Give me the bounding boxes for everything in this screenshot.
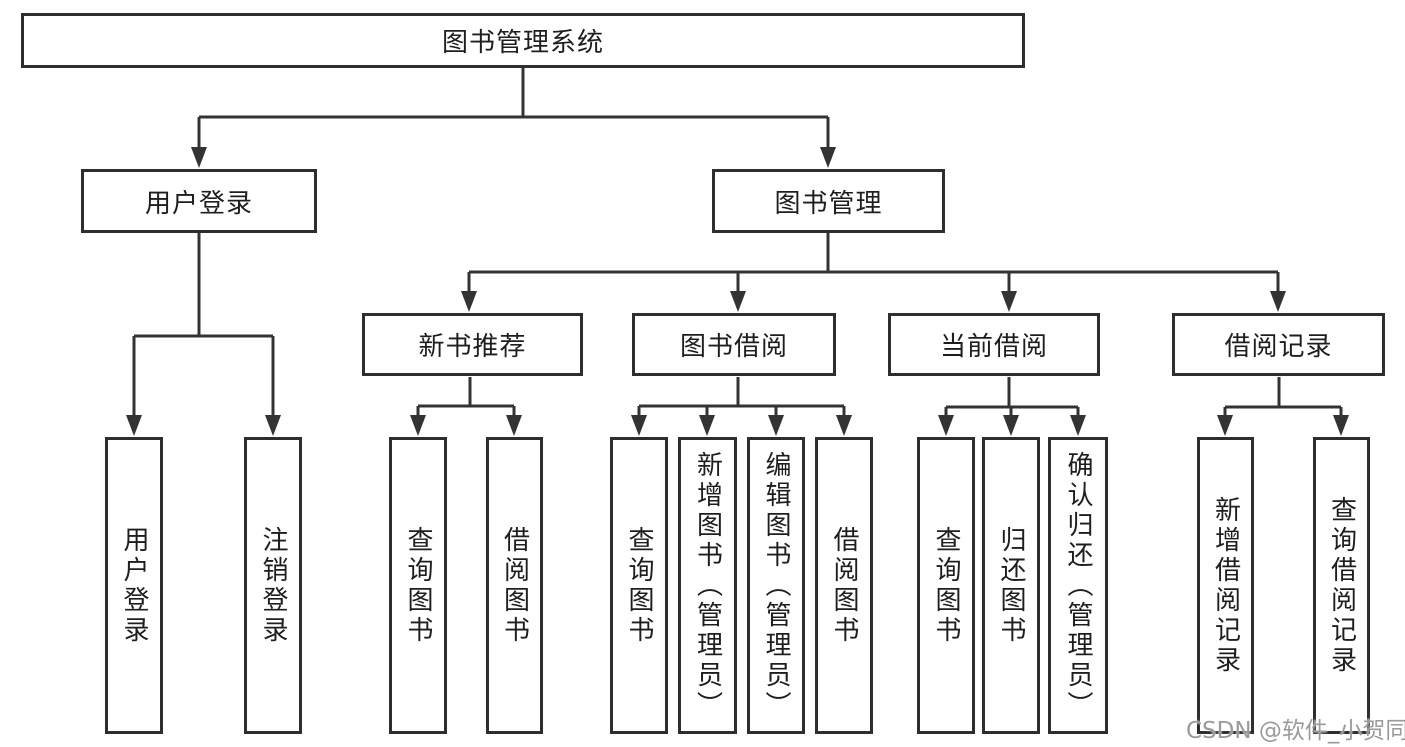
node-library-system: 图书管理系统 [21, 13, 1025, 68]
node-borrowing-records: 借阅记录 [1172, 313, 1385, 376]
leaf-logout: 注销登录 [244, 437, 302, 734]
leaf-query-books-borrowing: 查询图书 [610, 437, 668, 734]
leaf-label: 注销登录 [258, 525, 288, 646]
node-book-management: 图书管理 [712, 169, 945, 233]
leaf-label: 借阅图书 [499, 525, 530, 646]
leaf-label: 新增借阅记录 [1210, 495, 1241, 676]
leaf-label: 查询图书 [624, 525, 654, 646]
leaf-label: 用户登录 [119, 525, 149, 646]
leaf-query-books-recommend: 查询图书 [389, 437, 447, 734]
leaf-add-borrow-record: 新增借阅记录 [1197, 437, 1254, 734]
node-user-login: 用户登录 [81, 169, 317, 233]
leaf-user-login: 用户登录 [105, 437, 163, 734]
leaf-label: 新增图书（管理员） [692, 450, 723, 721]
leaf-query-borrow-record: 查询借阅记录 [1313, 437, 1370, 734]
leaf-label: 查询借阅记录 [1326, 495, 1357, 676]
leaf-add-books-admin: 新增图书（管理员） [678, 437, 737, 734]
leaf-query-books-current: 查询图书 [917, 437, 975, 734]
node-current-borrowing: 当前借阅 [888, 313, 1100, 376]
arrowhead-icons [126, 147, 1349, 436]
node-book-borrowing: 图书借阅 [632, 313, 836, 376]
leaf-borrow-books: 借阅图书 [815, 437, 873, 734]
leaf-label: 查询图书 [931, 525, 961, 646]
leaf-label: 借阅图书 [829, 525, 859, 646]
node-new-book-recommend: 新书推荐 [362, 313, 583, 376]
leaf-return-books: 归还图书 [982, 437, 1040, 734]
csdn-watermark: CSDN @软件_小贺同学 [1186, 718, 1405, 744]
leaf-confirm-return-admin: 确认归还（管理员） [1048, 437, 1108, 734]
leaf-label: 编辑图书（管理员） [761, 450, 791, 721]
leaf-borrow-books-recommend: 借阅图书 [486, 437, 543, 734]
leaf-edit-books-admin: 编辑图书（管理员） [747, 437, 805, 734]
leaf-label: 归还图书 [996, 525, 1026, 646]
leaf-label: 查询图书 [403, 525, 433, 646]
leaf-label: 确认归还（管理员） [1063, 450, 1093, 721]
